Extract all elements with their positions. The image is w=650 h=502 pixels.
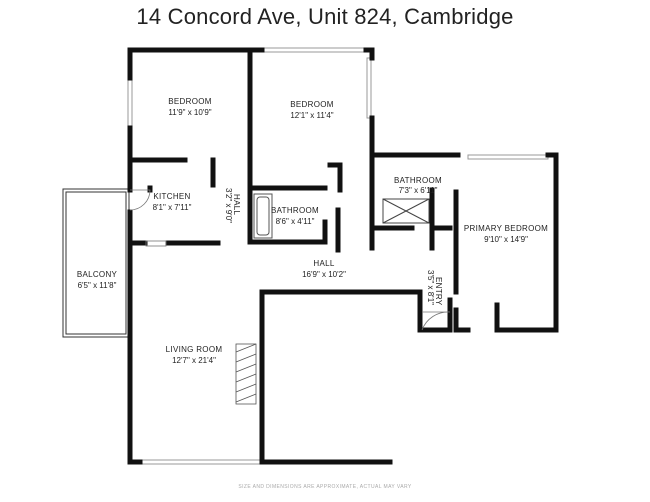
entry-dims: 3'5" x 8'1" xyxy=(426,270,435,305)
bathroom1-name: BATHROOM xyxy=(271,206,319,215)
kitchen-dims: 8'1" x 7'11" xyxy=(153,203,192,212)
floor-plan-title: 14 Concord Ave, Unit 824, Cambridge xyxy=(136,4,514,29)
kitchen-name: KITCHEN xyxy=(153,192,190,201)
hall-main-dims: 16'9" x 10'2" xyxy=(302,270,346,279)
walls xyxy=(127,47,559,465)
hall-main-name: HALL xyxy=(313,259,334,268)
balcony-dims: 6'5" x 11'8" xyxy=(78,281,117,290)
living-room-name: LIVING ROOM xyxy=(166,345,223,354)
bathroom2-name: BATHROOM xyxy=(394,176,442,185)
bathtub-icon xyxy=(253,193,273,239)
bedroom1-name: BEDROOM xyxy=(168,97,211,106)
primary-bedroom-dims: 9'10" x 14'9" xyxy=(484,235,528,244)
entry-name: ENTRY xyxy=(434,277,443,306)
hall-small-name: HALL xyxy=(232,194,241,215)
bedroom2-dims: 12'1" x 11'4" xyxy=(290,111,333,120)
hall-small-dims: 3'2" x 9'0" xyxy=(224,188,233,223)
bedroom1-dims: 11'9" x 10'9" xyxy=(168,108,211,117)
bathroom1-dims: 8'6" x 4'11" xyxy=(276,217,315,226)
bedroom2-name: BEDROOM xyxy=(290,100,333,109)
balcony-outline xyxy=(62,188,130,338)
bathroom2-dims: 7'3" x 6'11" xyxy=(399,186,438,195)
disclaimer-text: SIZE AND DIMENSIONS ARE APPROXIMATE, ACT… xyxy=(238,484,412,490)
primary-bedroom-name: PRIMARY BEDROOM xyxy=(464,224,548,233)
living-room-dims: 12'7" x 21'4" xyxy=(172,356,216,365)
balcony-name: BALCONY xyxy=(77,270,118,279)
door-swings xyxy=(129,189,451,331)
fireplace-icon xyxy=(235,343,257,405)
shower-icon xyxy=(382,198,430,224)
